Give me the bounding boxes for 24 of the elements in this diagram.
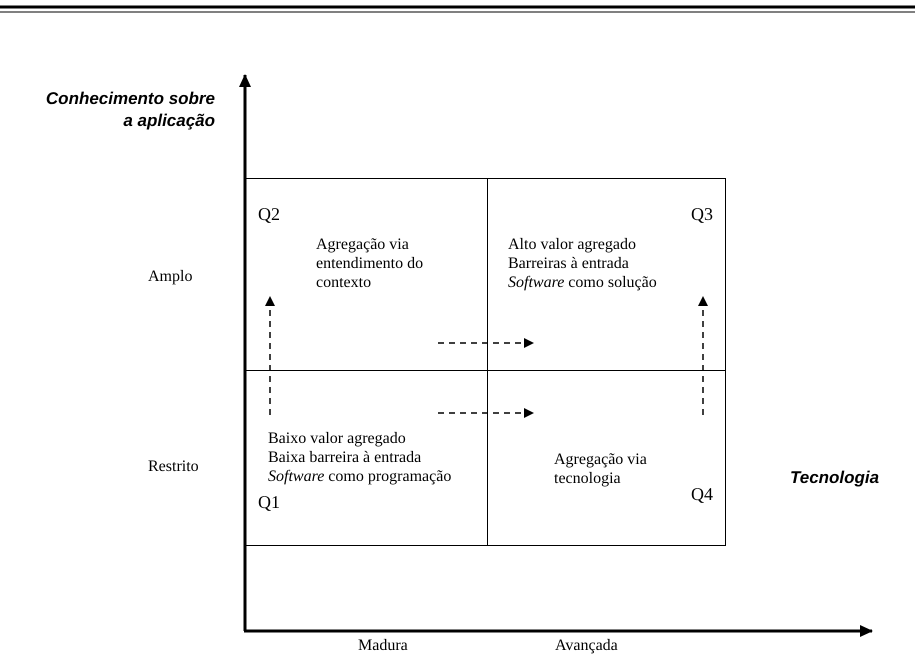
quadrant-text: Barreiras à entrada [508, 254, 629, 273]
dashed-arrow [698, 296, 708, 415]
quadrant-text: Agregação via entendimento do contexto [316, 235, 424, 292]
column-label: Avançada [555, 637, 618, 655]
row-label: Restrito [148, 458, 199, 476]
quadrant-label: Q2 [258, 205, 280, 224]
quadrant-label: Q3 [691, 205, 713, 224]
axis-title: Conhecimento sobre a aplicação [44, 88, 215, 132]
quadrant-text: Baixo valor agregado [268, 429, 406, 448]
quadrant-text: Alto valor agregado [508, 235, 636, 254]
quadrant-text: Agregação via tecnologia [554, 450, 648, 488]
quadrant-label: Q1 [258, 493, 280, 512]
axis-title: Tecnologia [790, 467, 880, 489]
dashed-arrow [438, 338, 534, 348]
dashed-arrow [438, 408, 534, 418]
quadrant-cell [487, 370, 726, 546]
quadrant-text: Software como solução [508, 273, 657, 292]
column-label: Madura [358, 637, 408, 655]
dashed-arrow [265, 296, 275, 415]
quadrant-label: Q4 [691, 485, 713, 504]
quadrant-text: Baixa barreira à entrada [268, 448, 422, 467]
row-label: Amplo [148, 268, 192, 286]
quadrant-text: Software como programação [268, 467, 452, 486]
quadrant-cell [487, 178, 726, 371]
